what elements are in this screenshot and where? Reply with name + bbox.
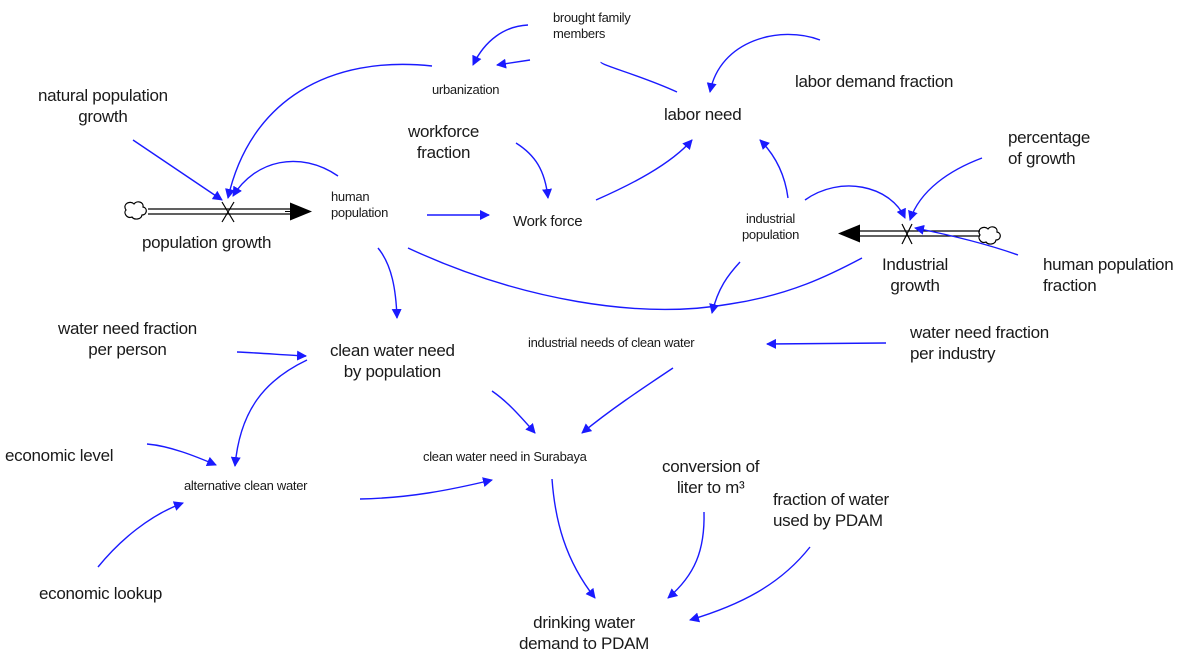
node-natural-population-growth[interactable]: natural population growth bbox=[38, 85, 168, 128]
node-fraction-of-water-used-by-pdam[interactable]: fraction of water used by PDAM bbox=[773, 489, 889, 532]
cloud-icon bbox=[124, 201, 147, 220]
valve-icon bbox=[221, 201, 235, 223]
link-water-fraction-industry-to-industrial-needs bbox=[766, 338, 887, 349]
node-labor-need[interactable]: labor need bbox=[664, 104, 742, 125]
valve-icon bbox=[901, 223, 913, 245]
node-economic-lookup[interactable]: economic lookup bbox=[39, 583, 162, 604]
node-label: percentage of growth bbox=[1008, 128, 1091, 169]
link-clean-water-by-population-to-surabaya bbox=[491, 390, 536, 434]
node-conversion-of-liter-to-m3[interactable]: conversion of liter to m³ bbox=[662, 456, 760, 499]
link-labor-demand-fraction-to-labor-need bbox=[706, 33, 821, 93]
node-label: alternative clean water bbox=[184, 478, 308, 493]
link-industrial-population-to-labor-need bbox=[759, 139, 789, 199]
node-label: drinking water demand to PDAM bbox=[519, 613, 649, 654]
node-urbanization[interactable]: urbanization bbox=[432, 82, 500, 98]
link-brought-family-to-urbanization-1 bbox=[472, 24, 529, 66]
node-label: fraction of water used by PDAM bbox=[773, 490, 889, 531]
link-workforce-fraction-to-workforce bbox=[515, 142, 553, 199]
link-workforce-to-labor-need bbox=[595, 139, 693, 201]
link-industrial-needs-to-surabaya bbox=[581, 367, 674, 434]
node-label: water need fraction per industry bbox=[910, 323, 1049, 364]
node-label: water need fraction per person bbox=[58, 319, 197, 360]
link-fraction-pdam-to-drinking-water bbox=[689, 546, 811, 623]
node-label: human population bbox=[331, 189, 388, 221]
link-economic-lookup-to-alternative bbox=[97, 501, 184, 568]
node-label: clean water need by population bbox=[330, 341, 455, 382]
node-industrial-population[interactable]: industrial population bbox=[742, 211, 799, 244]
node-label: economic lookup bbox=[39, 584, 163, 603]
node-label: industrial needs of clean water bbox=[528, 335, 695, 350]
node-industrial-growth[interactable]: Industrial growth bbox=[882, 254, 948, 297]
link-urbanization-to-population-growth bbox=[225, 63, 433, 199]
node-label: workforce fraction bbox=[408, 122, 479, 163]
link-labor-need-to-brought-family bbox=[600, 61, 678, 93]
node-work-force[interactable]: Work force bbox=[513, 213, 583, 232]
link-industrial-population-to-industrial-growth bbox=[804, 185, 906, 219]
link-percentage-growth-to-industrial-growth bbox=[908, 157, 983, 221]
node-label: brought family members bbox=[553, 10, 631, 42]
node-alternative-clean-water[interactable]: alternative clean water bbox=[184, 478, 307, 494]
node-percentage-of-growth[interactable]: percentage of growth bbox=[1008, 127, 1090, 170]
node-label: Work force bbox=[513, 213, 583, 230]
link-economic-level-to-alternative bbox=[146, 443, 217, 467]
link-clean-water-by-population-to-alternative bbox=[230, 359, 308, 467]
node-label: labor demand fraction bbox=[795, 72, 954, 91]
flow-population-growth bbox=[124, 201, 312, 223]
node-workforce-fraction[interactable]: workforce fraction bbox=[408, 121, 479, 164]
node-label: Industrial growth bbox=[882, 255, 948, 296]
link-conversion-to-drinking-water bbox=[667, 511, 705, 599]
link-brought-family-to-urbanization-2 bbox=[496, 58, 531, 69]
node-human-population[interactable]: human population bbox=[331, 189, 388, 222]
node-water-need-fraction-per-industry[interactable]: water need fraction per industry bbox=[910, 322, 1049, 365]
node-drinking-water-demand-to-pdam[interactable]: drinking water demand to PDAM bbox=[519, 612, 649, 655]
link-human-population-to-clean-water-by-population bbox=[377, 247, 402, 319]
node-clean-water-need-by-population[interactable]: clean water need by population bbox=[330, 340, 455, 383]
link-human-population-to-population-growth bbox=[232, 160, 339, 197]
node-clean-water-need-in-surabaya[interactable]: clean water need in Surabaya bbox=[423, 449, 587, 465]
link-human-population-fraction-to-industrial-growth bbox=[914, 224, 1019, 256]
link-natural-growth-to-population-growth bbox=[132, 139, 223, 201]
node-economic-level[interactable]: economic level bbox=[5, 445, 114, 466]
cloud-icon bbox=[978, 226, 1001, 245]
node-population-growth[interactable]: population growth bbox=[142, 232, 271, 253]
node-label: natural population growth bbox=[38, 86, 168, 127]
link-water-fraction-person-to-clean-water-by-population bbox=[236, 350, 307, 361]
node-label: economic level bbox=[5, 446, 114, 465]
node-label: population growth bbox=[142, 233, 272, 252]
node-label: clean water need in Surabaya bbox=[423, 449, 587, 464]
node-label: urbanization bbox=[432, 82, 500, 97]
link-surabaya-to-drinking-water bbox=[551, 478, 596, 599]
flow-industrial-growth bbox=[838, 223, 1001, 245]
node-label: industrial population bbox=[742, 211, 799, 243]
node-label: human population fraction bbox=[1043, 255, 1174, 296]
node-industrial-needs-of-clean-water[interactable]: industrial needs of clean water bbox=[528, 335, 695, 351]
link-industrial-population-to-industrial-needs bbox=[709, 261, 741, 314]
link-human-population-to-industrial-needs bbox=[407, 247, 863, 311]
node-labor-demand-fraction[interactable]: labor demand fraction bbox=[795, 71, 953, 92]
node-water-need-fraction-per-person[interactable]: water need fraction per person bbox=[58, 318, 197, 361]
node-brought-family-members[interactable]: brought family members bbox=[553, 10, 631, 43]
node-human-population-fraction[interactable]: human population fraction bbox=[1043, 254, 1174, 297]
node-label: labor need bbox=[664, 105, 742, 124]
link-alternative-to-surabaya bbox=[359, 477, 493, 500]
node-label: conversion of liter to m³ bbox=[662, 457, 760, 498]
